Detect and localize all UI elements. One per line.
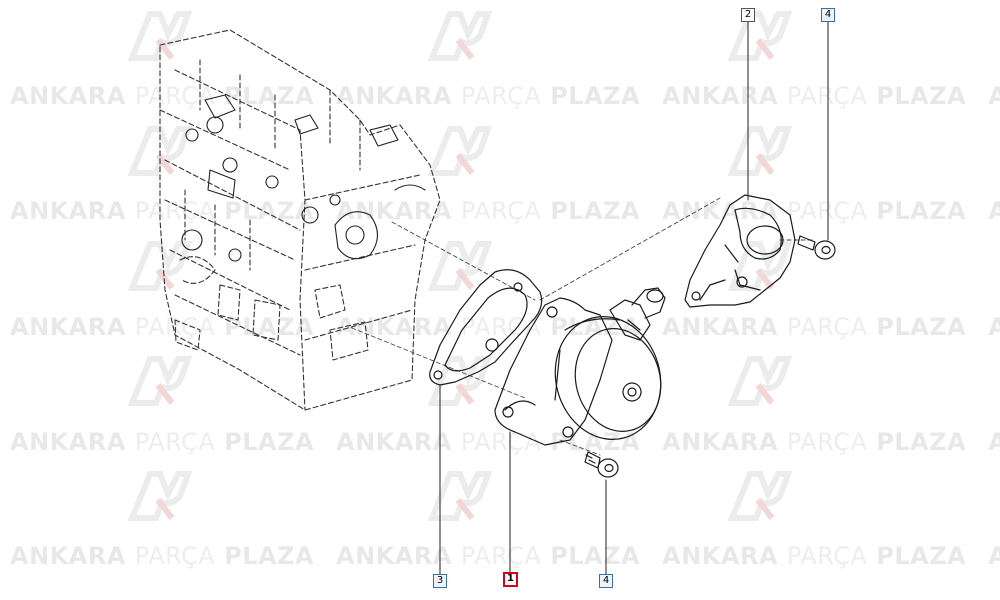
watermark-logo-icon <box>128 126 192 176</box>
watermark-logo-icon <box>128 241 192 291</box>
watermark-text: PARÇA <box>134 313 216 341</box>
watermark-text: ANKARA <box>662 82 779 110</box>
watermark-row: ANKARA PARÇA PLAZA ANKARA PARÇA PLAZA ANKA… <box>0 82 1000 112</box>
watermark-text: PARÇA <box>460 82 542 110</box>
watermark-logo-icon <box>428 241 492 291</box>
watermark-text: ANKARA <box>662 542 779 570</box>
watermark-text: PLAZA <box>224 313 315 341</box>
watermark-text: ANKARA <box>10 428 126 456</box>
engine-block-outline <box>159 29 441 411</box>
watermark-text: ANKARA <box>988 428 1000 456</box>
watermark-logo-icon <box>428 11 492 61</box>
watermark-text: ANKARA <box>10 542 126 570</box>
bracket-part <box>684 194 796 308</box>
watermark-text: ANKARA <box>988 82 1000 110</box>
watermark-text: PLAZA <box>224 428 315 456</box>
watermark-text: ANKARA <box>10 82 126 110</box>
watermark-text: PARÇA <box>460 542 542 570</box>
watermark-text: PLAZA <box>876 428 967 456</box>
watermark-logo-icon <box>728 11 792 61</box>
watermark-text: PLAZA <box>224 542 315 570</box>
watermark-row: ANKARA PARÇA PLAZA ANKARA PARÇA PLAZA ANKA… <box>0 313 1000 343</box>
watermark-text: PLAZA <box>876 82 967 110</box>
watermark-text: PARÇA <box>786 542 868 570</box>
watermark-text: PLAZA <box>550 542 641 570</box>
watermark-row: ANKARA PARÇA PLAZA ANKARA PARÇA PLAZA ANKA… <box>0 542 1000 572</box>
callout-4-bottom: 4 <box>599 574 613 588</box>
callout-1: 1 <box>503 572 518 587</box>
watermark-logo-icon <box>728 471 792 521</box>
watermark-logo-icon <box>428 356 492 406</box>
watermark-logo-icon <box>128 11 192 61</box>
watermark-text: PARÇA <box>134 82 216 110</box>
watermark-text: PLAZA <box>550 428 641 456</box>
watermark-text: ANKARA <box>336 313 452 341</box>
engine-block-details <box>181 94 426 262</box>
watermark-text: PARÇA <box>786 197 868 225</box>
watermark-text: PLAZA <box>876 313 967 341</box>
watermark-text: ANKARA <box>988 313 1000 341</box>
screw-bottom-part <box>584 451 619 478</box>
watermark-text: PLAZA <box>876 542 967 570</box>
watermark-text: ANKARA <box>988 542 1000 570</box>
watermark-text: PARÇA <box>786 82 868 110</box>
watermark-text: PLAZA <box>224 197 315 225</box>
watermark-logo-icon <box>128 356 192 406</box>
watermark-logo-icon <box>728 126 792 176</box>
watermark-text: PARÇA <box>786 428 868 456</box>
watermark-text: ANKARA <box>988 197 1000 225</box>
callout-3: 3 <box>433 574 447 588</box>
watermark-text: PLAZA <box>550 197 641 225</box>
watermark-text: PARÇA <box>786 313 868 341</box>
watermark-logo-icon <box>728 241 792 291</box>
watermark-text: PARÇA <box>134 542 216 570</box>
watermark-text: PARÇA <box>460 428 542 456</box>
watermark-logo-icon <box>728 356 792 406</box>
watermark-text: ANKARA <box>10 313 126 341</box>
watermark-text: ANKARA <box>336 428 452 456</box>
watermark-text: PLAZA <box>224 82 315 110</box>
assembly-leader-lines <box>351 197 813 456</box>
watermark-text: ANKARA <box>336 542 452 570</box>
watermark-text: ANKARA <box>662 428 779 456</box>
callout-4-top: 4 <box>821 8 835 22</box>
watermark-row: ANKARA PARÇA PLAZA ANKARA PARÇA PLAZA ANKA… <box>0 428 1000 458</box>
vacuum-pump-part <box>494 287 666 446</box>
watermark-text: PARÇA <box>134 197 216 225</box>
watermark-text: PARÇA <box>460 197 542 225</box>
watermark-text: PLAZA <box>876 197 967 225</box>
watermark-text: PARÇA <box>134 428 216 456</box>
watermark-logo-icon <box>128 471 192 521</box>
watermark-logo-icon <box>428 126 492 176</box>
watermark-logo-icon <box>428 471 492 521</box>
gasket-part <box>429 269 543 386</box>
watermark-text: ANKARA <box>662 313 779 341</box>
screw-top-part <box>797 235 836 260</box>
watermark-text: PLAZA <box>550 82 641 110</box>
callout-leader-lines <box>439 21 829 575</box>
watermark-text: ANKARA <box>336 82 452 110</box>
watermark-text: ANKARA <box>10 197 126 225</box>
callout-2: 2 <box>741 8 755 22</box>
